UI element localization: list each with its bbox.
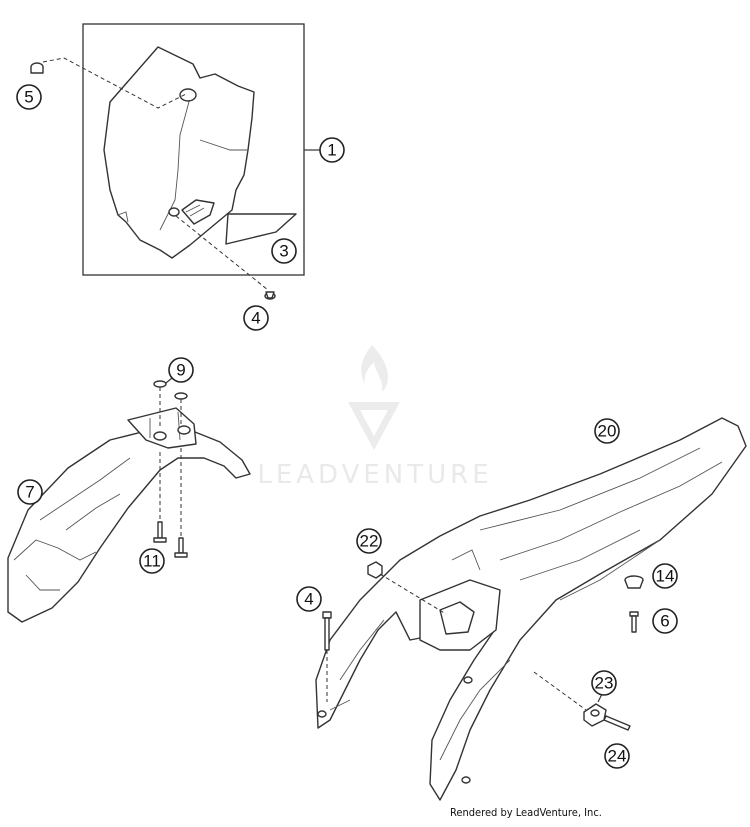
svg-text:23: 23: [595, 674, 614, 693]
svg-text:4: 4: [251, 309, 260, 328]
leadventure-watermark: LEADVENTURE: [257, 345, 492, 490]
flame-icon: [361, 345, 388, 392]
callout-23: 23: [591, 670, 617, 696]
callout-4-top: 4: [243, 305, 269, 331]
v-logo-icon: [348, 402, 400, 450]
number-plate: [103, 46, 255, 259]
svg-text:4: 4: [304, 590, 313, 609]
svg-text:20: 20: [598, 422, 617, 441]
callout-6: 6: [652, 608, 678, 634]
screw-part-6: [629, 611, 639, 633]
callout-9: 9: [168, 357, 194, 383]
front-fender: [7, 407, 251, 623]
washer-part-9: [153, 380, 188, 400]
callout-20: 20: [594, 418, 620, 444]
svg-text:11: 11: [143, 552, 161, 571]
screw-part-4-bottom: [322, 611, 332, 651]
render-credit: Rendered by LeadVenture, Inc.: [450, 806, 602, 819]
nut-part-23: [583, 703, 607, 727]
callout-1: 1: [319, 137, 345, 163]
callout-7: 7: [17, 479, 43, 505]
screw-part-11: [153, 521, 188, 558]
svg-text:3: 3: [279, 242, 288, 261]
svg-text:5: 5: [24, 88, 33, 107]
svg-text:9: 9: [176, 361, 185, 380]
callout-5: 5: [16, 84, 42, 110]
svg-text:7: 7: [25, 483, 34, 502]
callout-4-bottom: 4: [296, 586, 322, 612]
bolt-part-24: [603, 715, 631, 731]
callout-24: 24: [604, 743, 630, 769]
leader-4-top: [175, 215, 269, 291]
watermark-text: LEADVENTURE: [257, 460, 492, 490]
nut-part-22: [367, 561, 383, 579]
callout-14: 14: [652, 563, 678, 589]
svg-text:6: 6: [660, 612, 669, 631]
callout-11: 11: [139, 548, 165, 574]
callout-3: 3: [271, 238, 297, 264]
grommet-part-5: [30, 62, 44, 74]
svg-text:1: 1: [327, 141, 336, 160]
rear-fender: [315, 417, 747, 801]
svg-text:24: 24: [608, 747, 627, 766]
leader-5: [42, 57, 187, 109]
screw-part-4-top: [264, 291, 276, 300]
svg-text:14: 14: [656, 567, 675, 586]
decal-part: [225, 213, 297, 245]
callout-22: 22: [356, 528, 382, 554]
grommet-part-14: [624, 575, 644, 589]
svg-text:22: 22: [360, 532, 379, 551]
